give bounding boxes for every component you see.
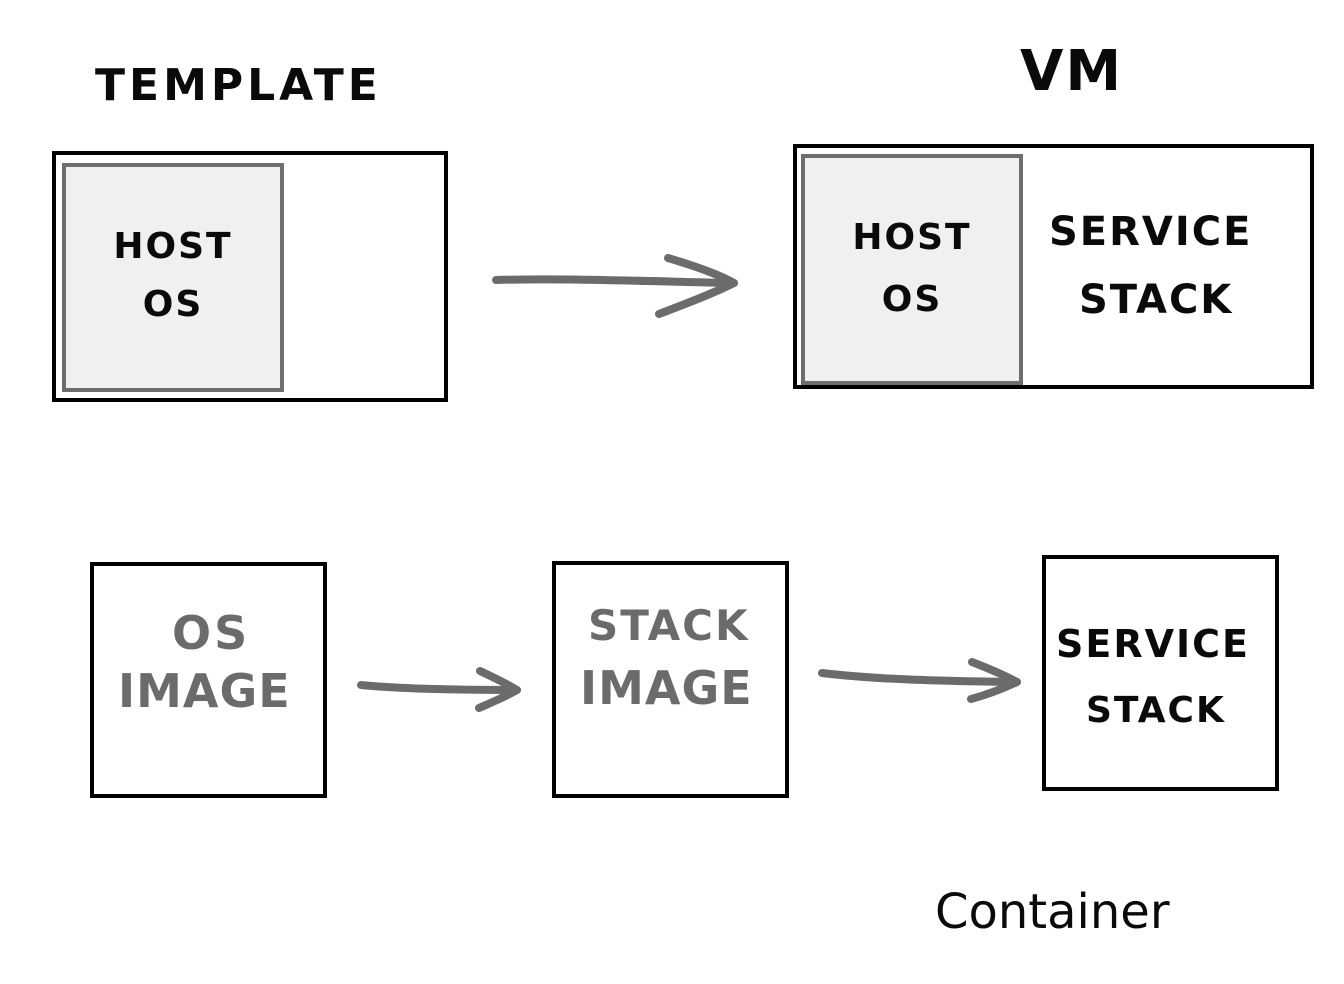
template-os-label: OS bbox=[142, 284, 204, 325]
vm-os-label: OS bbox=[881, 279, 943, 320]
vm-stack-label: Stack bbox=[1079, 277, 1234, 323]
vm-service-label: Service bbox=[1049, 209, 1253, 255]
os-image-label: Image bbox=[118, 664, 291, 718]
stack-image-box: Stack Image bbox=[552, 561, 789, 798]
stack-label: Stack bbox=[588, 601, 750, 650]
service-stack-stack-label: Stack bbox=[1086, 690, 1226, 731]
template-box: Host OS bbox=[52, 151, 448, 402]
template-to-vm-arrow bbox=[492, 254, 738, 318]
os-label: OS bbox=[172, 606, 251, 660]
template-host-os-box: Host OS bbox=[62, 163, 284, 392]
vm-host-os-box: Host OS bbox=[801, 154, 1023, 385]
service-stack-box: Service Stack bbox=[1042, 555, 1279, 791]
container-label: Container bbox=[935, 884, 1170, 940]
stack-image-label: Image bbox=[580, 661, 753, 715]
service-stack-service-label: Service bbox=[1056, 622, 1250, 666]
vm-box: Host OS Service Stack bbox=[793, 144, 1314, 389]
os-to-stack-arrow bbox=[357, 667, 521, 712]
vm-label: VM bbox=[1020, 39, 1124, 104]
stack-to-service-arrow bbox=[818, 658, 1021, 703]
template-host-label: Host bbox=[113, 226, 233, 267]
template-label: Template bbox=[95, 60, 382, 111]
os-image-box: OS Image bbox=[90, 562, 327, 798]
vm-host-label: Host bbox=[852, 217, 972, 258]
